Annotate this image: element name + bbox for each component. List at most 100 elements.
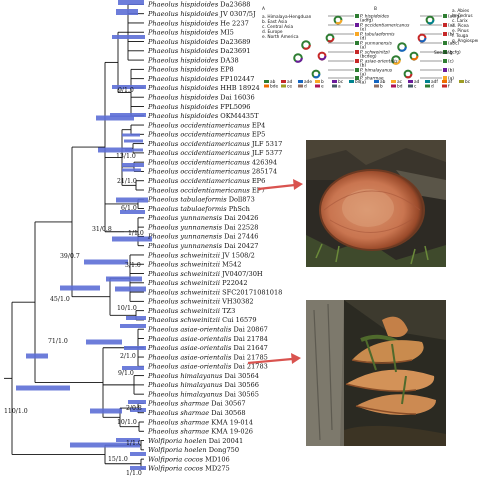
inset-b-code: (b)	[448, 32, 454, 38]
taxon-label: Phaeolus hispidoides Da23688	[147, 1, 251, 9]
inset-taxon-code: (e)	[360, 27, 366, 33]
taxon-label: Phaeolus asiae-orientalis Dai 21647	[147, 344, 268, 352]
taxon-label: Phaeolus yunnanensis Dai 27446	[147, 233, 259, 241]
inset-taxon: P. himalayanus	[360, 68, 393, 74]
taxon-label: Phaeolus occidentiamericanus JLF 5317	[147, 140, 282, 148]
taxon-label: Phaeolus tabulaeformis PhSch	[147, 205, 251, 213]
taxon-label: Phaeolus hispidoides DA38	[147, 56, 239, 64]
legend-b-item: bc	[465, 79, 471, 85]
taxon-label: Phaeolus yunnanensis Dai 22528	[147, 223, 259, 231]
support-value: 6/1.0	[121, 205, 137, 212]
node-age-bar	[106, 276, 142, 282]
support-value: 9/1.0	[118, 370, 134, 377]
taxon-label: Phaeolus hispidoides HHB 18924	[147, 84, 260, 92]
legend-a-item: e	[321, 85, 324, 89]
inset-taxon-code: (a)	[360, 45, 366, 51]
inset-b-code: (a)	[448, 23, 454, 29]
legend-a-item: b	[321, 79, 324, 85]
node-age-bar	[84, 259, 128, 265]
support-value: 1/1.0	[126, 440, 142, 447]
host-legend-item: g. Angiosperms	[452, 38, 478, 44]
support-value: 10/1.0	[117, 419, 137, 426]
support-value: 2/0.8	[126, 405, 142, 412]
support-value: 39/0.7	[60, 253, 80, 260]
legend-a-item: ab	[270, 79, 276, 85]
taxon-label: Phaeolus hispidoides EP8	[147, 66, 234, 74]
legend-b-item: c	[414, 85, 417, 89]
support-value: 15/1.0	[108, 456, 128, 463]
taxon-label: Phaeolus schweinitzii SFC20171081018	[147, 288, 282, 296]
legend-a-item: a	[338, 85, 341, 89]
legend-b-item: ab	[380, 79, 386, 85]
legend-a-item: d	[304, 84, 307, 89]
support-value: 10/1.0	[117, 305, 137, 312]
node-age-bar	[90, 408, 122, 414]
legend-a-item: bc	[338, 79, 344, 85]
legend-b-item: adf	[431, 79, 438, 85]
taxon-label: Phaeolus hispidoides FPL5096	[147, 103, 250, 111]
inset-b-code: (a)	[448, 76, 454, 82]
node-age-bar	[122, 366, 144, 370]
node-age-bar	[128, 400, 146, 404]
area-legend-item: e. North America	[262, 34, 299, 40]
taxon-label: Phaeolus asiae-orientalis Dai 21784	[147, 335, 268, 343]
inset-b-code: (b)	[448, 68, 454, 74]
arrow-to-top-photo	[257, 179, 303, 191]
area-legend-item: b. East Asia	[262, 19, 287, 25]
taxon-label: Phaeolus occidentiamericanus EP5	[147, 131, 265, 139]
inset-taxon-code: (bcdeg)	[360, 54, 377, 60]
inset-taxon-code: (d)	[360, 36, 366, 42]
taxon-label: Phaeolus asiae-orientalis Dai 21785	[147, 353, 268, 361]
node-age-bar	[130, 466, 146, 470]
taxon-label: Wolfiporia hoelen Dai 20041	[148, 437, 243, 445]
host-legend-item: d. Picea	[452, 23, 469, 29]
inset-b-code: (bcfg)	[448, 50, 461, 56]
taxon-label: Phaeolus himalayanus Dai 30566	[147, 381, 259, 389]
host-legend-item: a. Abies	[452, 8, 470, 14]
node-age-bar	[96, 115, 134, 121]
support-value: 1/1.0	[126, 470, 142, 477]
legend-a-item: ad	[287, 79, 293, 85]
node-age-bar	[112, 35, 145, 39]
taxon-label: Phaeolus hispidoides JV 0307/5J	[147, 10, 256, 18]
host-legend-item: b. Cedrus	[452, 13, 473, 19]
taxon-label: Phaeolus schweinitzii P22042	[147, 279, 248, 287]
support-value: 71/1.0	[48, 338, 68, 345]
node-age-bar	[120, 210, 145, 214]
node-age-bar	[122, 168, 141, 172]
node-age-bar	[112, 85, 146, 89]
support-value: 13/1.0	[116, 153, 136, 160]
taxon-label: Phaeolus himalayanus Dai 30565	[147, 390, 259, 398]
support-value: 1/1.0	[128, 230, 144, 237]
node-age-bar	[60, 285, 100, 291]
taxon-label: Phaeolus hispidoides OKM4435T	[147, 112, 259, 120]
legend-b-item: b	[380, 84, 383, 89]
taxon-label: Phaeolus schweinitzii JV0407/30H	[147, 270, 263, 278]
inset-taxon-code: (a)	[360, 80, 366, 86]
support-value: 110/1.0	[4, 408, 28, 415]
support-value: 9/1.0	[118, 87, 134, 94]
taxon-label: Phaeolus hispidoides FP102447	[147, 75, 254, 83]
taxon-label: Phaeolus occidentiamericanus 426394	[147, 158, 277, 166]
inset-taxa-list: P. hispidoides(adfg)P. occidentiamerican…	[360, 14, 410, 86]
taxon-label: Wolfiporia hoelen Dong750	[148, 446, 239, 454]
area-legend-item: a. Himalaya-Hengduan	[262, 14, 312, 20]
legend-a-item: ade	[304, 79, 312, 85]
inset-taxon: P. hispidoides	[360, 14, 390, 20]
taxon-label: Phaeolus sharmae KMA 19-026	[147, 428, 253, 436]
node-age-bar	[122, 133, 140, 137]
node-age-bar	[70, 442, 140, 448]
taxon-label: Phaeolus himalayanus Dai 30564	[147, 372, 259, 380]
node-age-bar	[98, 147, 132, 153]
legend-b-item: ad	[414, 79, 420, 85]
taxon-label: Phaeolus schweinitzii TZ3	[147, 307, 235, 315]
node-age-bar	[26, 353, 48, 359]
inset-b-code: (adfg)	[448, 14, 461, 20]
taxon-label: Phaeolus sharmae KMA 19-014	[147, 418, 253, 426]
fruitbody-photo-top	[306, 140, 446, 267]
taxon-label: Phaeolus yunnanensis Dai 20426	[147, 214, 259, 222]
area-legend-item: d. Europe	[262, 29, 283, 35]
legend-a-item: ce	[287, 85, 292, 89]
taxon-label: Phaeolus hispidoides MI5	[147, 29, 234, 37]
